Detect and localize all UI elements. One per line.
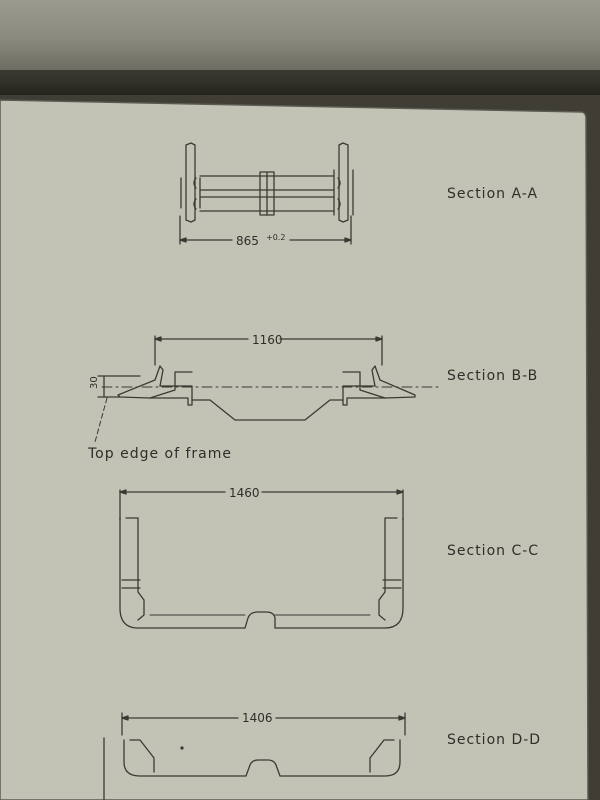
drawing-section-d <box>103 712 406 800</box>
drawing-section-b <box>94 335 441 443</box>
section-c-label: Section C-C <box>447 543 540 559</box>
background-top <box>0 0 600 70</box>
dimension-a-tolerance: +0.2 <box>266 233 285 242</box>
background-shadow <box>0 70 600 95</box>
dimension-b: 1160 <box>252 333 283 347</box>
section-d-label: Section D-D <box>447 732 542 748</box>
paper <box>0 99 589 800</box>
dimension-a: 865 <box>236 234 259 248</box>
dimension-d: 1406 <box>242 711 273 725</box>
drawing-section-a <box>179 142 354 245</box>
drawing-section-c <box>119 489 404 629</box>
offset-b: 30 <box>89 376 100 389</box>
section-b-label: Section B-B <box>447 368 539 384</box>
section-a-label: Section A-A <box>447 186 539 202</box>
dimension-c: 1460 <box>229 486 260 500</box>
frame-caption: Top edge of frame <box>88 446 232 462</box>
